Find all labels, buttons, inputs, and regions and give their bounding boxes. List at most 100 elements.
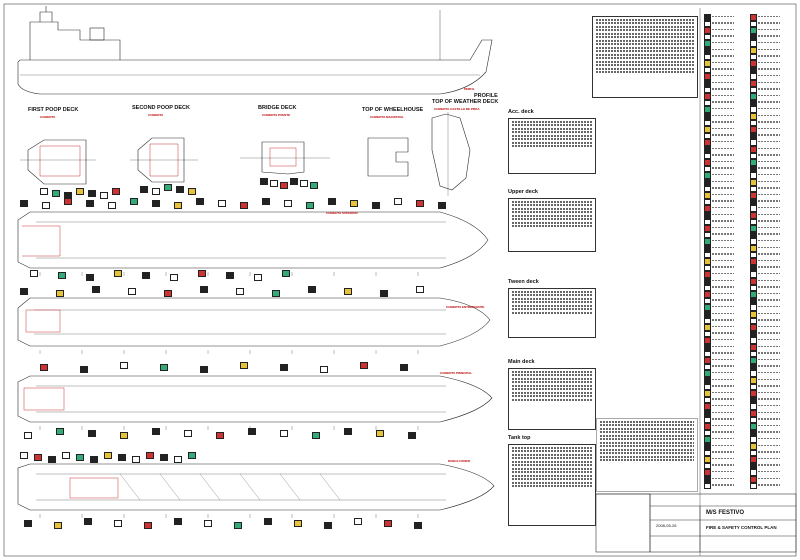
- legend-symbol-icon: [750, 423, 757, 430]
- first-poop-deck: [20, 139, 96, 185]
- legend-symbol-icon: [750, 317, 757, 325]
- ship-profile: [17, 6, 493, 95]
- legend-symbol-icon: [750, 377, 757, 384]
- safety-symbol-icon: [200, 286, 208, 293]
- safety-symbol-icon: [174, 518, 182, 525]
- legend-symbol-icon: [704, 172, 711, 179]
- plan-title: FIRE & SAFETY CONTROL PLAN: [706, 525, 777, 530]
- legend-symbol-icon: [750, 416, 757, 424]
- legend-symbol-icon: [750, 264, 757, 272]
- safety-symbol-icon: [34, 454, 42, 461]
- legend-symbol-icon: [704, 20, 711, 28]
- legend-symbol-icon: [750, 80, 757, 87]
- safety-symbol-icon: [324, 522, 332, 529]
- safety-symbol-icon: [84, 518, 92, 525]
- safety-symbol-icon: [394, 198, 402, 205]
- first-poop-deck-title: FIRST POOP DECK: [28, 107, 79, 113]
- legend-symbol-icon: [704, 126, 711, 133]
- safety-symbol-icon: [152, 428, 160, 435]
- legend-symbol-icon: [704, 251, 711, 259]
- legend-symbol-icon: [750, 152, 757, 160]
- legend-symbol-icon: [704, 218, 711, 226]
- second-poop-deck: [130, 137, 198, 183]
- safety-symbol-icon: [270, 180, 278, 187]
- legend-symbol-icon: [750, 311, 757, 318]
- legend-symbol-icon: [704, 363, 711, 371]
- safety-symbol-icon: [306, 202, 314, 209]
- tween-deck-plan: [17, 297, 491, 347]
- safety-symbol-icon: [188, 452, 196, 459]
- legend-symbol-icon: [750, 119, 757, 127]
- legend-symbol-icon: [750, 370, 757, 377]
- safety-symbol-icon: [262, 198, 270, 205]
- upper-deck-title: Upper deck: [508, 189, 538, 195]
- safety-symbol-icon: [88, 190, 96, 197]
- safety-symbol-icon: [64, 198, 72, 205]
- safety-symbol-icon: [300, 180, 308, 187]
- safety-symbol-icon: [416, 286, 424, 293]
- safety-symbol-icon: [400, 364, 408, 371]
- acc-deck-title: Acc. deck: [508, 109, 534, 115]
- safety-symbol-icon: [90, 456, 98, 463]
- safety-symbol-icon: [308, 286, 316, 293]
- legend-symbol-icon: [750, 291, 757, 298]
- legend-symbol-icon: [704, 429, 711, 437]
- legend-symbol-icon: [750, 172, 757, 179]
- legend-symbol-icon: [750, 113, 757, 120]
- legend-symbol-icon: [704, 297, 711, 305]
- legend-symbol-icon: [704, 264, 711, 272]
- legend-symbol-icon: [704, 245, 711, 252]
- safety-symbol-icon: [240, 202, 248, 209]
- legend-symbol-icon: [750, 198, 757, 206]
- legend-symbol-icon: [750, 390, 757, 397]
- profile-title: PROFILE: [474, 93, 498, 99]
- safety-symbol-icon: [328, 198, 336, 205]
- legend-symbol-icon: [750, 344, 757, 351]
- legend-symbol-icon: [750, 330, 757, 338]
- legend-symbol-icon: [750, 86, 757, 94]
- safety-symbol-icon: [54, 522, 62, 529]
- safety-symbol-icon: [92, 286, 100, 293]
- symbol-legend: [704, 14, 794, 490]
- legend-symbol-icon: [704, 350, 711, 358]
- safety-symbol-icon: [240, 362, 248, 369]
- legend-symbol-icon: [750, 20, 757, 28]
- main-deck-title: Main deck: [508, 359, 535, 365]
- safety-symbol-icon: [164, 184, 172, 191]
- legend-symbol-icon: [704, 258, 711, 265]
- vessel-name: M/S FESTIVO: [706, 510, 745, 516]
- legend-symbol-icon: [704, 40, 711, 47]
- safety-symbol-icon: [108, 202, 116, 209]
- tank-top-plan: [17, 463, 495, 511]
- legend-symbol-icon: [704, 469, 711, 476]
- legend-symbol-icon: [704, 317, 711, 325]
- legend-symbol-icon: [750, 357, 757, 364]
- safety-symbol-icon: [294, 520, 302, 527]
- safety-symbol-icon: [174, 202, 182, 209]
- legend-symbol-icon: [750, 469, 757, 476]
- legend-symbol-icon: [750, 231, 757, 239]
- deck-tag-tween: CUBIERTA ENTREPUENTE: [446, 305, 485, 309]
- legend-symbol-icon: [750, 146, 757, 153]
- safety-symbol-icon: [234, 522, 242, 529]
- safety-symbol-icon: [310, 182, 318, 189]
- safety-symbol-icon: [76, 454, 84, 461]
- safety-symbol-icon: [120, 362, 128, 369]
- bridge-deck-title: BRIDGE DECK: [258, 105, 297, 111]
- legend-symbol-icon: [704, 311, 711, 318]
- legend-symbol-icon: [750, 73, 757, 80]
- legend-symbol-icon: [704, 14, 711, 21]
- legend-symbol-icon: [750, 258, 757, 265]
- top-wheelhouse-title: TOP OF WHEELHOUSE: [362, 107, 424, 113]
- legend-symbol-icon: [704, 73, 711, 80]
- safety-symbol-icon: [104, 452, 112, 459]
- safety-symbol-icon: [164, 290, 172, 297]
- top-of-weather-deck: [431, 112, 471, 196]
- safety-symbol-icon: [20, 288, 28, 295]
- legend-symbol-icon: [750, 165, 757, 173]
- plan-date: 2008-05-26: [656, 523, 677, 528]
- legend-symbol-icon: [750, 436, 757, 443]
- safety-symbol-icon: [204, 520, 212, 527]
- legend-symbol-icon: [750, 245, 757, 252]
